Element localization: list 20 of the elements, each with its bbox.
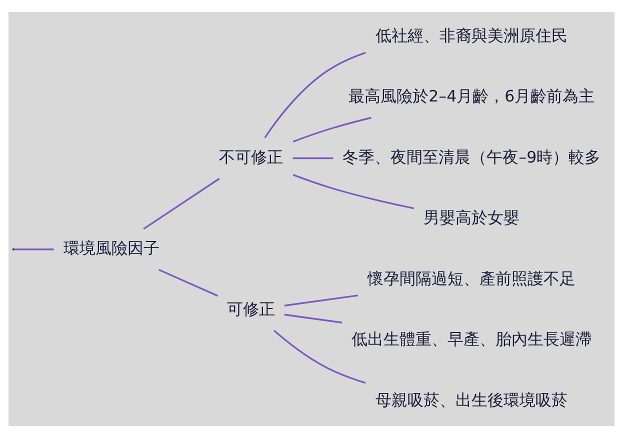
node-text: 母親吸菸、出生後環境吸菸	[376, 390, 568, 409]
connector	[292, 116, 372, 142]
connector	[158, 268, 218, 296]
node-text: 男嬰高於女嬰	[424, 208, 520, 227]
node-text: 懷孕間隔過短、產前照護不足	[368, 268, 576, 288]
node-text: 低社經、非裔與美洲原住民	[376, 25, 568, 44]
node-text: 可修正	[227, 298, 276, 318]
connector	[284, 294, 358, 306]
connector	[14, 248, 54, 250]
connector	[292, 156, 334, 159]
connector	[143, 177, 220, 230]
node-text: 環境風險因子	[64, 238, 160, 258]
connector	[292, 174, 414, 209]
node-text: 低出生體重、早產、胎內生長遲滯	[352, 329, 592, 348]
node-text: 不可修正	[219, 146, 284, 166]
connector	[264, 51, 366, 138]
connector	[284, 313, 342, 323]
connector	[273, 329, 366, 384]
node-text: 冬季、夜間至清晨（午夜–9時）較多	[342, 146, 601, 166]
node-text: 最高風險於2–4月齡，6月齡前為主	[348, 86, 595, 106]
